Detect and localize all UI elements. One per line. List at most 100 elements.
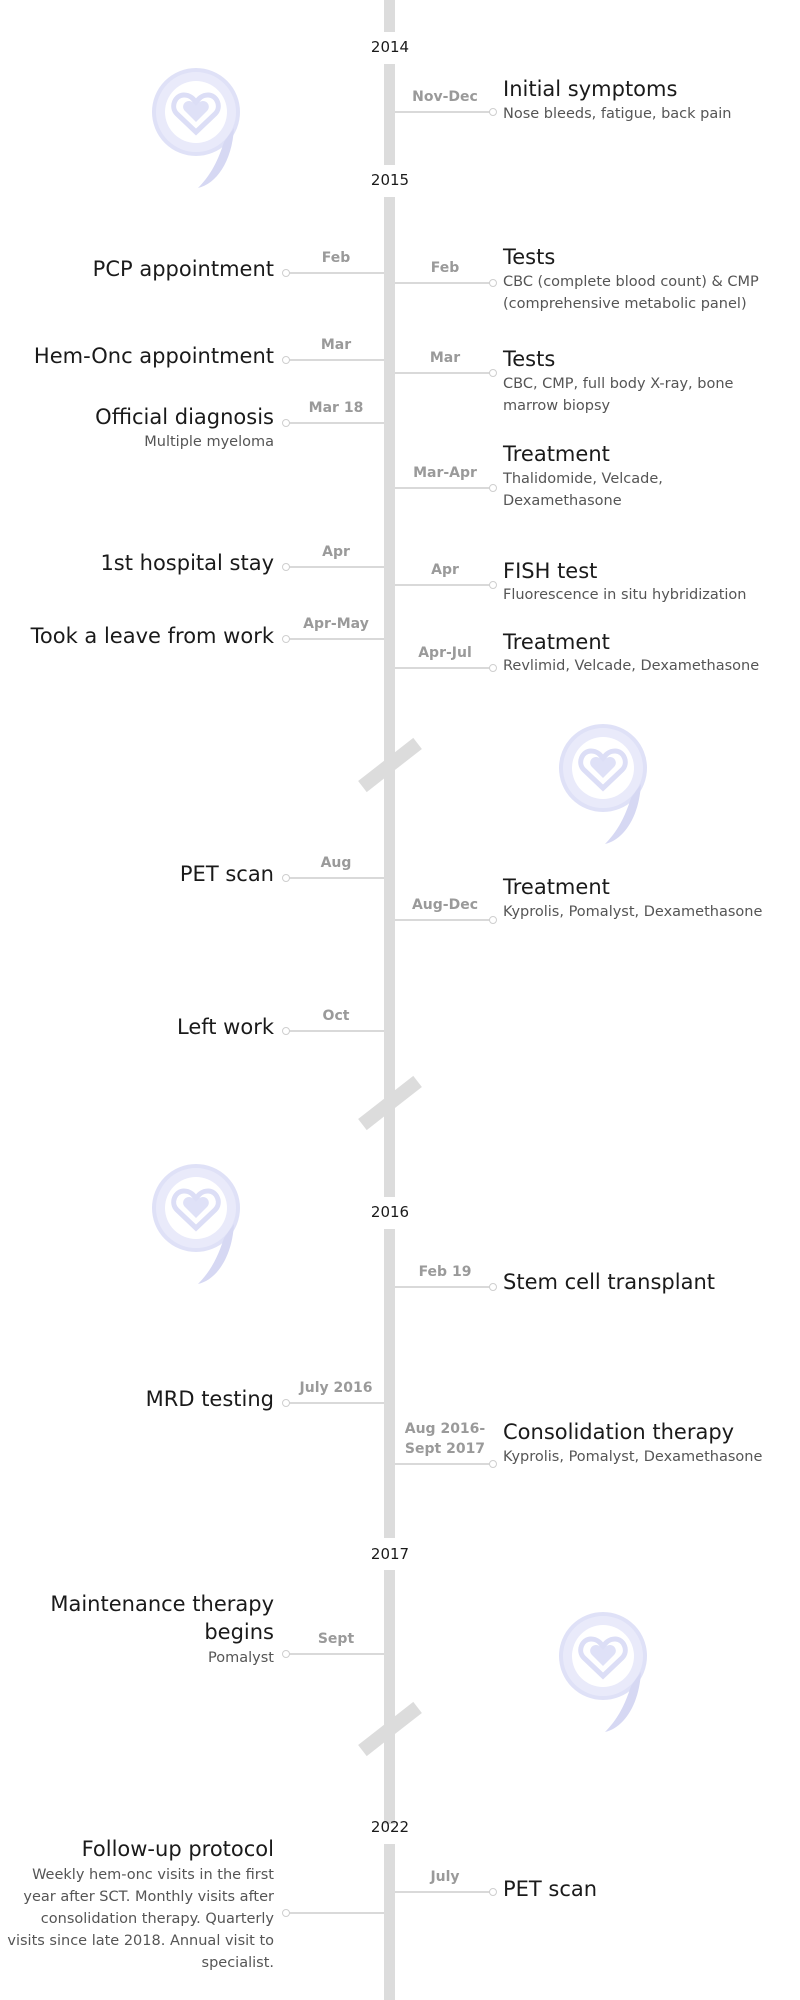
heart-bubble-icon bbox=[152, 68, 240, 188]
event-title: PET scan bbox=[503, 1877, 598, 1901]
event-title: Treatment bbox=[503, 442, 610, 466]
connector-line bbox=[288, 1030, 384, 1032]
event-detail: Nose bleeds, fatigue, back pain bbox=[503, 106, 732, 122]
connector-line bbox=[395, 282, 490, 284]
event-date: Sept bbox=[317, 1631, 355, 1647]
event-marker bbox=[489, 278, 497, 287]
event-date: Mar bbox=[429, 350, 461, 366]
event-detail: CBC, CMP, full body X-ray, bone marrow b… bbox=[503, 376, 734, 414]
event-date: Apr-May bbox=[303, 616, 369, 632]
event-detail: Multiple myeloma bbox=[144, 434, 274, 450]
timeline-axis bbox=[384, 197, 395, 1197]
event-title: Consolidation therapy bbox=[503, 1420, 735, 1444]
connector-line bbox=[288, 1402, 384, 1404]
year-label: 2014 bbox=[370, 38, 410, 56]
event-detail: Pomalyst bbox=[208, 1650, 274, 1666]
event-title: Tests bbox=[503, 347, 556, 371]
event-title: Treatment bbox=[503, 630, 610, 654]
event-detail: Revlimid, Velcade, Dexamethasone bbox=[503, 658, 760, 674]
connector-line bbox=[288, 566, 384, 568]
event-detail: CBC (complete blood count) & CMP (compre… bbox=[503, 274, 759, 312]
event-title: PET scan bbox=[179, 862, 274, 886]
event-date: Feb 19 bbox=[418, 1264, 472, 1280]
event-date: July 2016 bbox=[299, 1380, 373, 1396]
event-marker bbox=[282, 268, 290, 277]
event-date: Nov-Dec bbox=[412, 89, 478, 105]
event-title: MRD testing bbox=[145, 1387, 274, 1411]
connector-line bbox=[288, 1912, 384, 1914]
timeline-axis bbox=[384, 1844, 395, 2000]
event-marker bbox=[489, 368, 497, 377]
connector-line bbox=[395, 919, 490, 921]
timeline-axis bbox=[384, 64, 395, 165]
event-title: Follow-up protocol bbox=[81, 1837, 274, 1861]
connector-line bbox=[395, 1891, 490, 1893]
connector-line bbox=[395, 1286, 490, 1288]
heart-bubble-icon bbox=[559, 724, 647, 844]
connector-line bbox=[395, 584, 490, 586]
event-marker bbox=[489, 915, 497, 924]
event-detail: Kyprolis, Pomalyst, Dexamethasone bbox=[503, 904, 763, 920]
event-date: Apr-Jul bbox=[418, 645, 472, 661]
event-title: Official diagnosis bbox=[95, 405, 274, 429]
event-marker bbox=[282, 634, 290, 643]
event-date: Mar-Apr bbox=[413, 465, 477, 481]
event-marker bbox=[489, 483, 497, 492]
timeline-axis bbox=[384, 1570, 395, 1824]
heart-bubble-icon bbox=[152, 1164, 240, 1284]
connector-line bbox=[288, 272, 384, 274]
year-label: 2015 bbox=[370, 171, 410, 189]
event-date: Apr bbox=[322, 544, 350, 560]
event-marker bbox=[489, 1887, 497, 1896]
event-date: Mar 18 bbox=[308, 400, 364, 416]
event-marker bbox=[282, 1649, 290, 1658]
event-marker bbox=[489, 580, 497, 589]
event-detail: Thalidomide, Velcade, Dexamethasone bbox=[503, 471, 663, 509]
event-title: Maintenance therapy begins bbox=[50, 1592, 274, 1644]
event-detail: Weekly hem-onc visits in the first year … bbox=[7, 1867, 274, 1971]
event-marker bbox=[489, 663, 497, 672]
event-marker bbox=[282, 1398, 290, 1407]
event-detail: Fluorescence in situ hybridization bbox=[503, 587, 747, 603]
event-title: Tests bbox=[503, 245, 556, 269]
event-date: Apr bbox=[431, 562, 459, 578]
event-marker bbox=[489, 1282, 497, 1291]
event-date: Aug bbox=[320, 855, 352, 871]
event-date: Aug-Dec bbox=[411, 897, 479, 913]
event-marker bbox=[282, 873, 290, 882]
event-marker bbox=[282, 1908, 290, 1917]
event-marker bbox=[489, 1459, 497, 1468]
year-label: 2022 bbox=[370, 1818, 410, 1836]
event-marker bbox=[282, 355, 290, 364]
connector-line bbox=[288, 422, 384, 424]
event-date: Aug 2016- Sept 2017 bbox=[404, 1421, 486, 1457]
event-date: Feb bbox=[321, 250, 351, 266]
event-title: Initial symptoms bbox=[503, 77, 678, 101]
heart-bubble-icon bbox=[559, 1612, 647, 1732]
connector-line bbox=[395, 1463, 490, 1465]
connector-line bbox=[395, 372, 490, 374]
event-title: PCP appointment bbox=[92, 257, 274, 281]
connector-line bbox=[395, 487, 490, 489]
event-marker bbox=[282, 1026, 290, 1035]
connector-line bbox=[288, 359, 384, 361]
event-marker bbox=[282, 562, 290, 571]
connector-line bbox=[288, 877, 384, 879]
event-title: Hem-Onc appointment bbox=[33, 344, 274, 368]
event-title: Left work bbox=[176, 1015, 274, 1039]
event-date: Mar bbox=[320, 337, 352, 353]
event-date: Oct bbox=[322, 1008, 350, 1024]
event-date: Feb bbox=[430, 260, 460, 276]
timeline-axis bbox=[384, 0, 395, 32]
event-title: 1st hospital stay bbox=[100, 551, 274, 575]
event-marker bbox=[282, 418, 290, 427]
event-title: Stem cell transplant bbox=[503, 1270, 715, 1294]
event-title: FISH test bbox=[503, 559, 598, 583]
connector-line bbox=[395, 667, 490, 669]
event-marker bbox=[489, 107, 497, 116]
event-detail: Kyprolis, Pomalyst, Dexamethasone bbox=[503, 1449, 763, 1465]
connector-line bbox=[288, 1653, 384, 1655]
event-title: Took a leave from work bbox=[30, 624, 274, 648]
year-label: 2017 bbox=[370, 1545, 410, 1563]
